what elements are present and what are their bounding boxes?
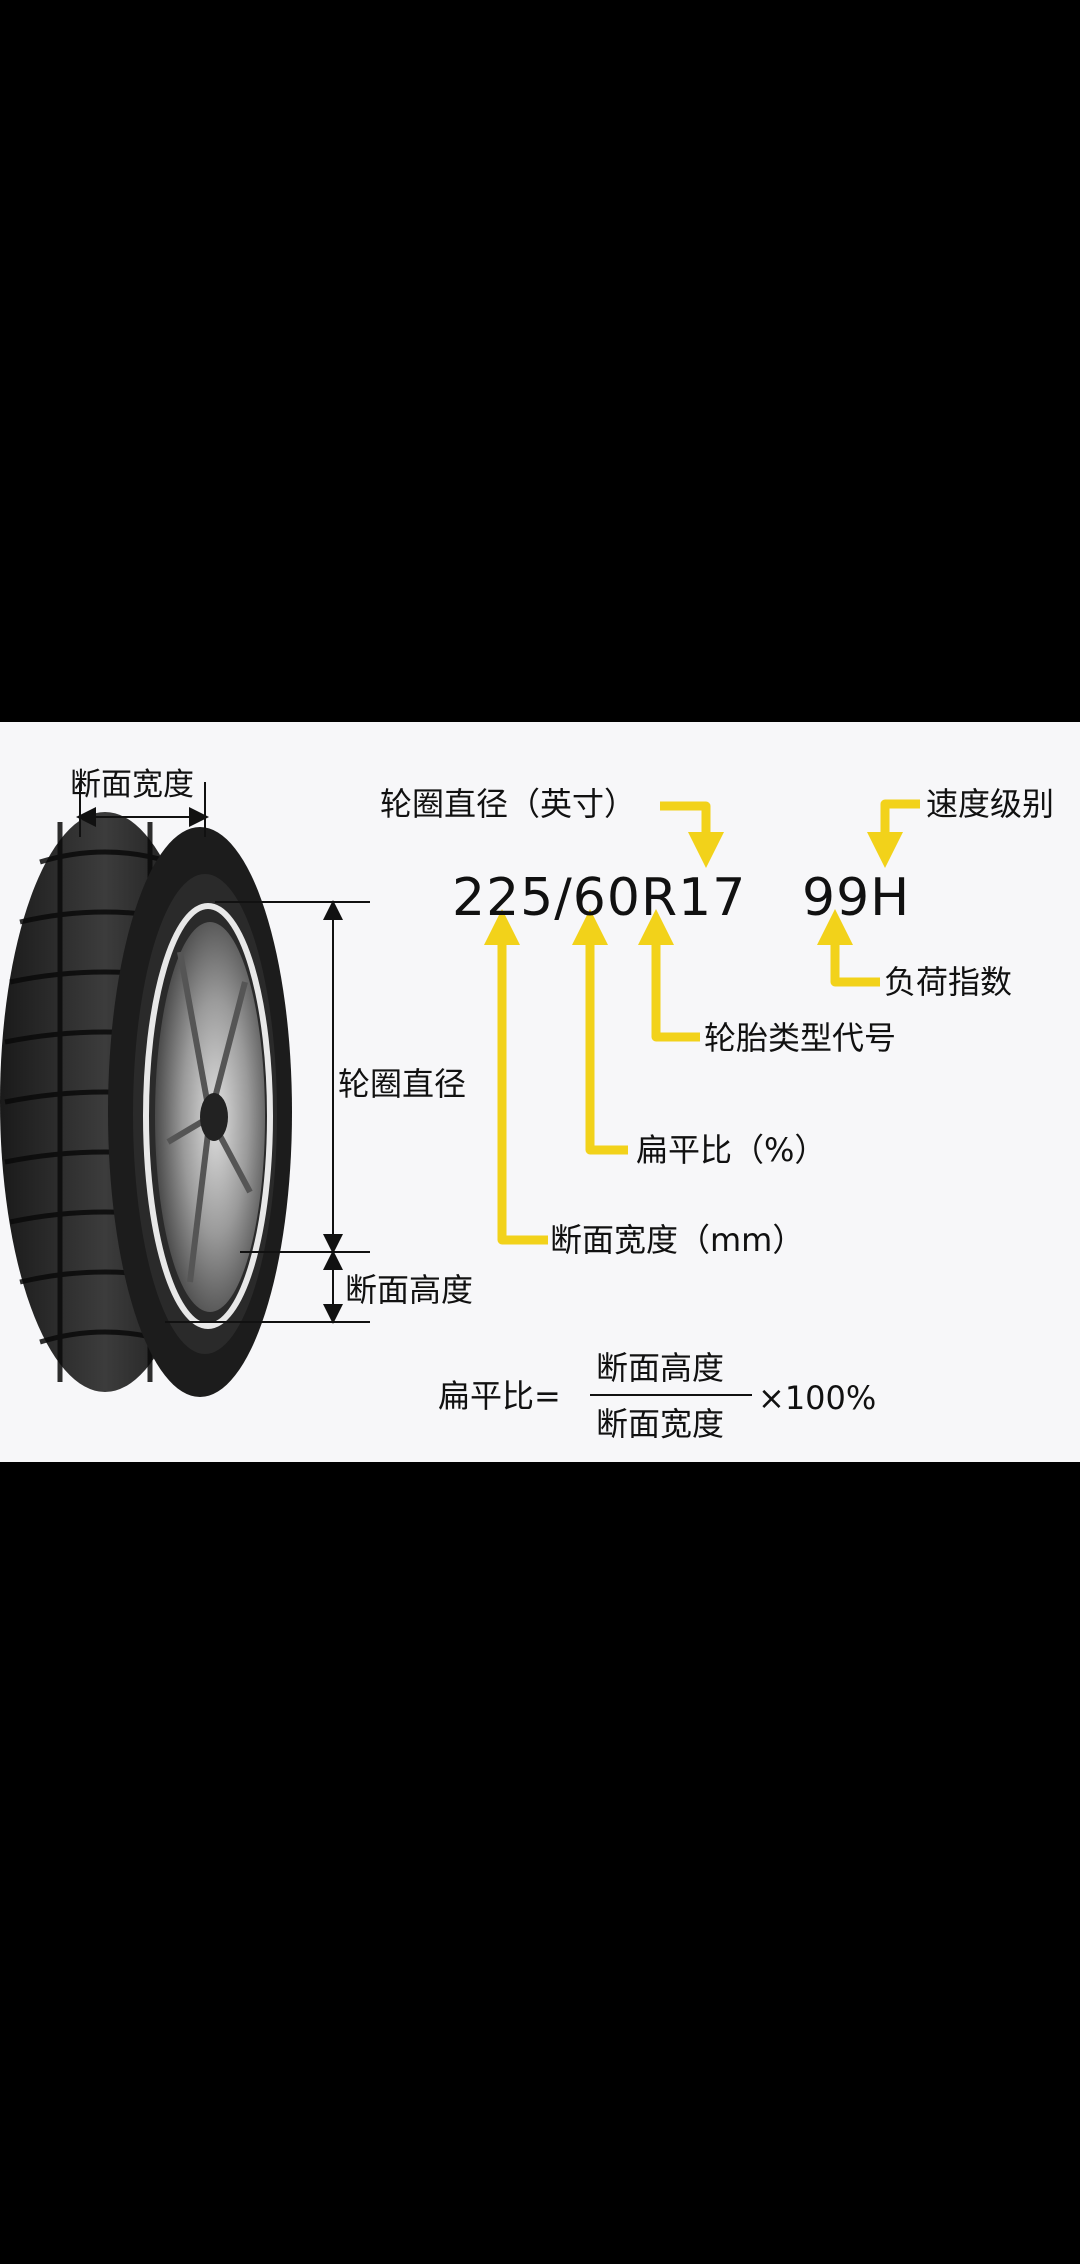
tire-diagram-panel: 断面宽度 轮圈直径（英寸） 速度级别 225/60 R17 99H 负荷指数 轮… [0,722,1080,1462]
label-load-index: 负荷指数 [884,963,1013,1001]
arrow-speed-rating [867,799,920,868]
wheel-hub [200,1093,228,1141]
tire-illustration [0,812,292,1397]
label-section-width-top: 断面宽度 [70,767,194,803]
label-section-width-mm: 断面宽度（mm） [550,1221,805,1259]
dimension-annotations [76,782,920,1396]
label-rim-diameter-inch: 轮圈直径（英寸） [380,785,637,823]
formula-numerator: 断面高度 [596,1349,725,1387]
arrow-load-index [817,909,880,987]
formula-multiplier: ×100% [758,1379,877,1417]
arrow-rim-diameter [660,801,724,868]
label-section-height: 断面高度 [345,1271,474,1309]
tire-code-width-ratio: 225/60 [452,868,641,928]
formula-denominator: 断面宽度 [596,1405,725,1443]
arrow-aspect-ratio [572,909,628,1155]
arrow-section-width [484,909,548,1245]
tire-code-load-speed: 99H [802,868,911,928]
formula-lhs: 扁平比= [438,1377,561,1415]
label-speed-rating: 速度级别 [926,785,1055,823]
label-rim-diameter: 轮圈直径 [338,1065,467,1103]
arrow-tire-type [638,909,700,1042]
label-aspect-ratio-pct: 扁平比（%） [636,1131,827,1169]
label-tire-type-code: 轮胎类型代号 [704,1019,897,1057]
tire-code-type-rim: R17 [641,868,747,928]
